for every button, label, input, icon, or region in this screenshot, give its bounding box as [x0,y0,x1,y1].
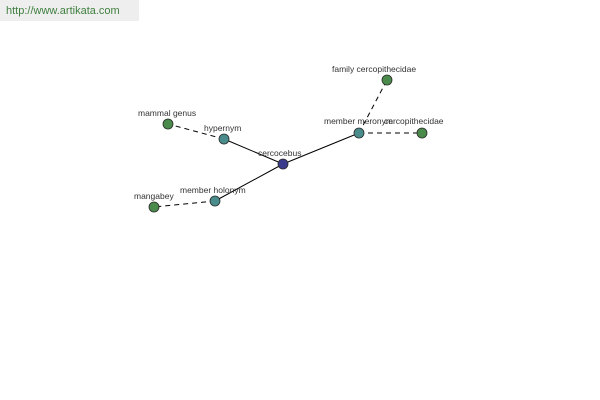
node-circle-member-meronym[interactable] [353,127,365,139]
node-label-cercocebus[interactable]: cercocebus [258,148,301,158]
node-label-family-cercopithecidae[interactable]: family cercopithecidae [332,64,416,74]
node-label-cercopithecidae[interactable]: cercopithecidae [384,116,444,126]
node-circle-hypernym[interactable] [218,133,230,145]
site-url-link[interactable]: http://www.artikata.com [6,5,120,17]
edge-cercocebus-to-member-holonym [214,163,284,202]
node-cercocebus[interactable]: cercocebus [258,148,301,170]
node-label-hypernym[interactable]: hypernym [204,123,241,133]
graph-nodes: cercocebus hypernym member meronym member h… [134,64,444,213]
node-circle-mangabey[interactable] [148,201,160,213]
url-bar: http://www.artikata.com [0,0,139,21]
edge-member-holonym-to-mangabey [153,200,216,208]
node-circle-family-cercopithecidae[interactable] [381,74,393,86]
node-label-member-holonym[interactable]: member holonym [180,185,246,195]
node-cercopithecidae[interactable]: cercopithecidae [384,116,444,139]
node-circle-cercopithecidae[interactable] [416,127,428,139]
node-hypernym[interactable]: hypernym [204,123,241,145]
edge-member-meronym-to-family-cercopithecidae [358,79,388,134]
edge-hypernym-to-mammal-genus [167,123,225,140]
node-label-mangabey[interactable]: mangabey [134,191,174,201]
node-mammal-genus[interactable]: mammal genus [138,108,196,130]
edge-cercocebus-to-member-meronym [282,132,360,165]
node-member-holonym[interactable]: member holonym [180,185,246,207]
edge-cercocebus-to-hypernym [223,138,284,165]
node-member-meronym[interactable]: member meronym [324,116,393,139]
node-circle-mammal-genus[interactable] [162,118,174,130]
node-family-cercopithecidae[interactable]: family cercopithecidae [332,64,416,86]
node-label-mammal-genus[interactable]: mammal genus [138,108,196,118]
node-circle-cercocebus[interactable] [277,158,289,170]
node-circle-member-holonym[interactable] [209,195,221,207]
node-label-member-meronym[interactable]: member meronym [324,116,393,126]
node-mangabey[interactable]: mangabey [134,191,174,213]
graph-edges [153,79,422,208]
